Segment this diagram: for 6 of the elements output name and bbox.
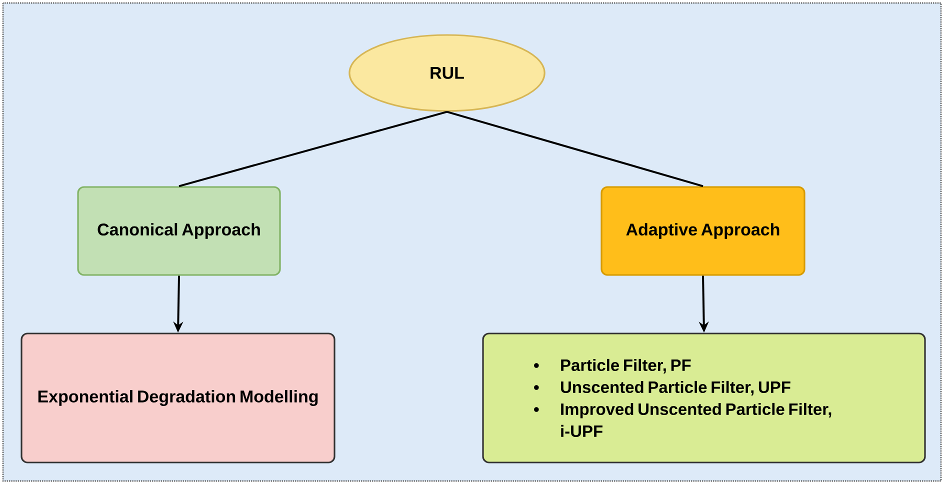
approach-box: Canonical Approach (77, 186, 281, 276)
method-box: Particle Filter, PF Unscented Particle Filter, UPF Improved Unscented Particle Filter, i-UPF (482, 332, 926, 464)
connector (446, 110, 704, 188)
connector (178, 110, 448, 188)
method-box: Exponential Degradation Modelling (20, 332, 336, 464)
approach-box: Adaptive Approach (600, 186, 806, 276)
